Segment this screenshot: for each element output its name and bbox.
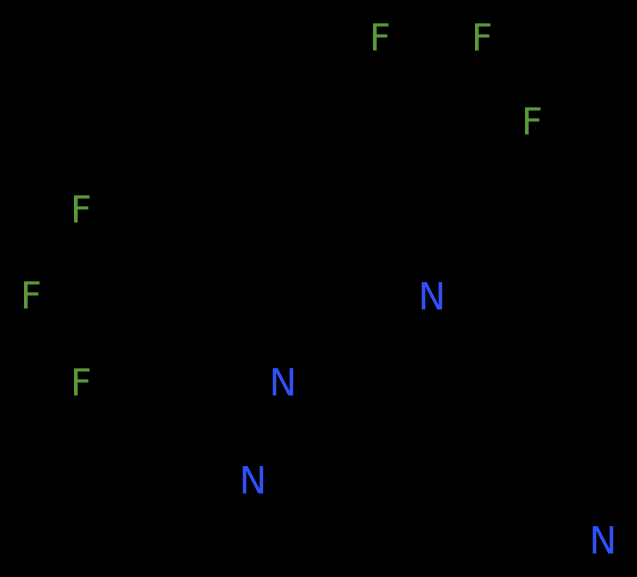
fluorine-atom-label: F — [70, 188, 92, 232]
fluorine-atom-label: F — [521, 100, 543, 144]
fluorine-atom-label: F — [471, 16, 493, 60]
fluorine-atom-label: F — [20, 274, 42, 318]
fluorine-atom-label: F — [369, 16, 391, 60]
nitrogen-atom-label: N — [269, 361, 297, 405]
nitrogen-atom-label: N — [239, 459, 267, 503]
fluorine-atom-label: F — [70, 361, 92, 405]
nitrogen-atom-label: N — [418, 275, 446, 319]
nitrogen-atom-label: N — [589, 519, 617, 563]
